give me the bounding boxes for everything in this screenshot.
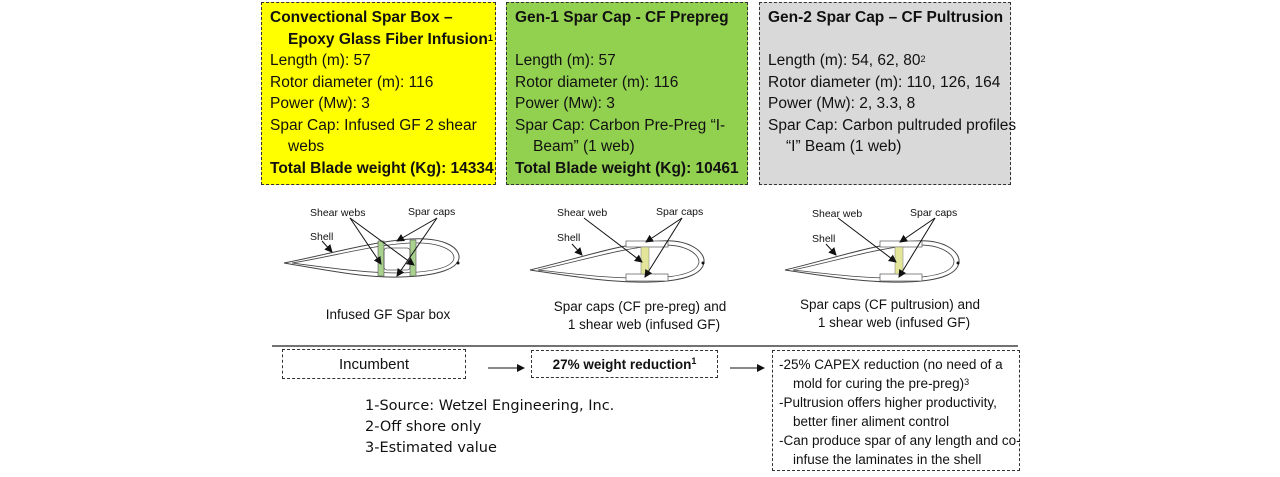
benefit-length-cont: infuse the laminates in the shell xyxy=(793,452,982,467)
card-conventional-spar-box: Convectional Spar Box – Epoxy Glass Fibe… xyxy=(261,2,496,185)
power-value: Power (Mw): 3 xyxy=(270,95,370,112)
spar-cap-value: Spar Cap: Infused GF 2 shear xyxy=(270,116,477,134)
label-shell: Shell xyxy=(557,232,581,244)
label-shear-web: Shear web xyxy=(812,208,863,220)
length-value: Length (m): 54, 62, 802 xyxy=(768,52,926,69)
airfoil-prepreg-icon xyxy=(529,217,705,283)
rotor-diameter-value: Rotor diameter (m): 116 xyxy=(515,73,679,91)
card-subtitle: Epoxy Glass Fiber Infusion1 xyxy=(288,30,493,48)
weight-reduction-label: 27% weight reduction1 xyxy=(552,355,697,372)
label-spar-caps: Spar caps xyxy=(910,207,958,219)
label-shear-web: Shear web xyxy=(557,207,608,219)
rotor-diameter-value: Rotor diameter (m): 110, 126, 164 xyxy=(768,73,1001,91)
benefit-capex: -25% CAPEX reduction (no need of a xyxy=(779,357,1003,372)
card-gen1-spar-cap: Gen-1 Spar Cap - CF Prepreg Length (m): … xyxy=(506,2,748,185)
benefit-productivity: -Pultrusion offers higher productivity, xyxy=(779,395,997,410)
airfoil-pultrusion-icon xyxy=(784,217,960,283)
spar-cap-value: Spar Cap: Carbon pultruded profiles xyxy=(768,116,1017,134)
footnote-2: 2-Off shore only xyxy=(365,419,482,435)
diagram-caption: Spar caps (CF pre-preg) and 1 shear web … xyxy=(553,299,727,332)
card-title: Gen-2 Spar Cap – CF Pultrusion xyxy=(768,9,1004,26)
label-spar-caps: Spar caps xyxy=(656,206,704,218)
benefit-productivity-cont: better finer aliment control xyxy=(793,414,950,429)
length-value: Length (m): 57 xyxy=(515,52,616,69)
spar-cap-value: Spar Cap: Carbon Pre-Preg “I- xyxy=(515,116,726,134)
incumbent-box: Incumbent xyxy=(282,349,466,379)
blade-weight-value: Total Blade weight (Kg): 14334 xyxy=(270,159,494,177)
diagram-caption: Spar caps (CF pultrusion) and 1 shear we… xyxy=(799,297,981,330)
blade-weight-value: Total Blade weight (Kg): 10461 xyxy=(515,159,739,177)
spar-cap-value-cont: “I” Beam (1 web) xyxy=(786,138,902,155)
power-value: Power (Mw): 2, 3.3, 8 xyxy=(768,95,916,112)
label-shell: Shell xyxy=(812,233,836,245)
weight-reduction-box: 27% weight reduction1 xyxy=(531,350,718,378)
spar-cap-value-cont: Beam” (1 web) xyxy=(533,138,635,155)
diagram-caption: Infused GF Spar box xyxy=(325,307,451,322)
rotor-diameter-value: Rotor diameter (m): 116 xyxy=(270,73,434,91)
footnotes: 1-Source: Wetzel Engineering, Inc. 2-Off… xyxy=(365,396,614,459)
label-spar-caps: Spar caps xyxy=(408,206,456,218)
power-value: Power (Mw): 3 xyxy=(515,95,615,112)
footnote-3: 3-Estimated value xyxy=(365,440,497,456)
benefit-capex-cont: mold for curing the pre-preg)3 xyxy=(793,376,970,391)
benefit-length: -Can produce spar of any length and co- xyxy=(779,433,1021,448)
card-title: Gen-1 Spar Cap - CF Prepreg xyxy=(515,9,729,26)
label-shell: Shell xyxy=(310,231,334,243)
length-value: Length (m): 57 xyxy=(270,52,371,69)
label-shear-webs: Shear webs xyxy=(310,207,366,219)
incumbent-label: Incumbent xyxy=(338,355,410,373)
airfoil-spar-box-icon xyxy=(283,217,460,278)
benefits-box: -25% CAPEX reduction (no need of a mold … xyxy=(772,350,1021,471)
footnote-1: 1-Source: Wetzel Engineering, Inc. xyxy=(365,398,615,414)
card-gen2-spar-cap: Gen-2 Spar Cap – CF Pultrusion Length (m… xyxy=(759,2,1017,185)
spar-cap-value-cont: webs xyxy=(288,138,325,155)
card-title: Convectional Spar Box – xyxy=(270,9,453,26)
